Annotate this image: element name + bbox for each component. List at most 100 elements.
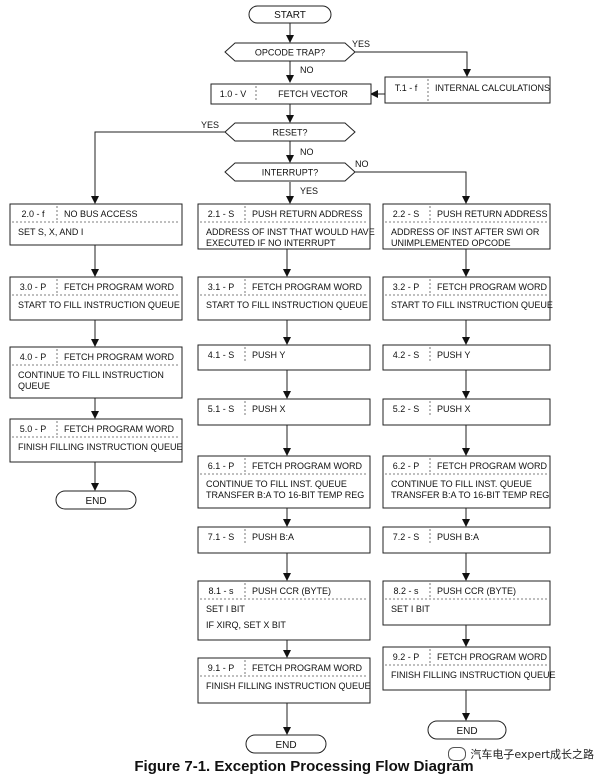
- step-body-line: ADDRESS OF INST AFTER SWI OR: [391, 227, 540, 237]
- step-title: FETCH PROGRAM WORD: [437, 652, 547, 662]
- step-title: INTERNAL CALCULATIONS: [435, 83, 550, 93]
- interrupt-yes-label: YES: [300, 186, 318, 196]
- step-id: 9.1 - P: [208, 663, 235, 673]
- interrupt-no-label: NO: [355, 159, 369, 169]
- step-id: T.1 - f: [395, 83, 418, 93]
- opcode-no-label: NO: [300, 65, 314, 75]
- step-id: 7.1 - S: [208, 532, 235, 542]
- step-id: 2.1 - S: [208, 209, 235, 219]
- step-title: FETCH PROGRAM WORD: [252, 282, 362, 292]
- step-body-line: TRANSFER B:A TO 16-BIT TEMP REG: [206, 490, 364, 500]
- step-id: 1.0 - V: [220, 89, 247, 99]
- interrupt-label: INTERRUPT?: [262, 168, 319, 178]
- step-title: FETCH PROGRAM WORD: [252, 663, 362, 673]
- start-terminal: START: [248, 5, 332, 24]
- step-id: 6.1 - P: [208, 461, 235, 471]
- step-title: PUSH B:A: [437, 532, 479, 542]
- end-terminal-left: END: [55, 490, 137, 510]
- step-box-2-1-s: 2.1 - S PUSH RETURN ADDRESS ADDRESS OF INS…: [197, 203, 375, 250]
- connector-lines: [91, 23, 471, 735]
- step-id: 4.1 - S: [208, 350, 235, 360]
- step-title: FETCH PROGRAM WORD: [437, 461, 547, 471]
- decision-reset: RESET?: [224, 122, 356, 142]
- step-title: FETCH VECTOR: [278, 89, 348, 99]
- step-title: PUSH X: [437, 404, 471, 414]
- step-box-5-0-p: 5.0 - P FETCH PROGRAM WORD FINISH FILLING …: [9, 418, 183, 463]
- step-body-line: ADDRESS OF INST THAT WOULD HAVE: [206, 227, 375, 237]
- step-id: 8.2 - s: [393, 586, 419, 596]
- step-box-3-1-p: 3.1 - P FETCH PROGRAM WORD START TO FILL I…: [197, 276, 371, 321]
- reset-no-label: NO: [300, 147, 314, 157]
- reset-yes-label: YES: [201, 120, 219, 130]
- figure-caption: Figure 7-1. Exception Processing Flow Di…: [134, 758, 474, 775]
- step-body-line: START TO FILL INSTRUCTION QUEUE: [206, 300, 368, 310]
- step-title: PUSH CCR (BYTE): [437, 586, 516, 596]
- step-id: 7.2 - S: [393, 532, 420, 542]
- step-title: PUSH Y: [437, 350, 470, 360]
- step-body-line: FINISH FILLING INSTRUCTION QUEUE: [391, 670, 556, 680]
- wechat-icon: [448, 747, 467, 761]
- step-title: PUSH CCR (BYTE): [252, 586, 331, 596]
- step-body-line: START TO FILL INSTRUCTION QUEUE: [18, 300, 180, 310]
- decision-opcode-trap: OPCODE TRAP?: [224, 42, 356, 62]
- step-body-line: QUEUE: [18, 381, 50, 391]
- step-id: 3.0 - P: [20, 282, 47, 292]
- step-box-3-0-p: 3.0 - P FETCH PROGRAM WORD START TO FILL I…: [9, 276, 183, 321]
- watermark-text: 汽车电子expert成长之路: [470, 748, 594, 761]
- end-label: END: [456, 726, 477, 737]
- reset-label: RESET?: [272, 128, 307, 138]
- step-box-9-2-p: 9.2 - P FETCH PROGRAM WORD FINISH FILLING …: [382, 646, 556, 691]
- step-body-line: IF XIRQ, SET X BIT: [206, 620, 286, 630]
- step-t-1: T.1 - f INTERNAL CALCULATIONS: [384, 76, 551, 104]
- step-title: PUSH Y: [252, 350, 285, 360]
- step-id: 5.0 - P: [20, 424, 47, 434]
- step-body-line: FINISH FILLING INSTRUCTION QUEUE: [18, 442, 183, 452]
- step-body-line: EXECUTED IF NO INTERRUPT: [206, 238, 336, 248]
- step-body-line: CONTINUE TO FILL INST. QUEUE: [391, 479, 532, 489]
- step-body-line: CONTINUE TO FILL INSTRUCTION: [18, 370, 164, 380]
- right-column-swi-path: 2.2 - S PUSH RETURN ADDRESS ADDRESS OF INS…: [382, 203, 556, 691]
- step-id: 2.2 - S: [393, 209, 420, 219]
- step-id: 4.2 - S: [393, 350, 420, 360]
- step-box-8-2-s: 8.2 - s PUSH CCR (BYTE) SET I BIT: [382, 580, 551, 626]
- step-body-line: TRANSFER B:A TO 16-BIT TEMP REG: [391, 490, 549, 500]
- step-body-line: UNIMPLEMENTED OPCODE: [391, 238, 511, 248]
- step-body-line: CONTINUE TO FILL INST. QUEUE: [206, 479, 347, 489]
- step-box-6-2-p: 6.2 - P FETCH PROGRAM WORD CONTINUE TO FIL…: [382, 455, 551, 509]
- step-body-line: FINISH FILLING INSTRUCTION QUEUE: [206, 681, 371, 691]
- step-title: PUSH X: [252, 404, 286, 414]
- end-label: END: [85, 496, 106, 507]
- step-id: 2.0 - f: [21, 209, 45, 219]
- step-body-line: START TO FILL INSTRUCTION QUEUE: [391, 300, 553, 310]
- step-title: FETCH PROGRAM WORD: [64, 424, 174, 434]
- end-label: END: [275, 740, 296, 751]
- step-id: 9.2 - P: [393, 652, 420, 662]
- step-box-6-1-p: 6.1 - P FETCH PROGRAM WORD CONTINUE TO FIL…: [197, 455, 371, 509]
- step-box-4-2-s: 4.2 - S PUSH Y: [382, 344, 551, 371]
- step-body-line: SET I BIT: [391, 604, 430, 614]
- watermark: 汽车电子expert成长之路: [448, 746, 594, 762]
- step-id: 6.2 - P: [393, 461, 420, 471]
- end-terminal-right: END: [427, 720, 507, 740]
- step-title: FETCH PROGRAM WORD: [437, 282, 547, 292]
- step-title: FETCH PROGRAM WORD: [252, 461, 362, 471]
- step-body-line: SET S, X, AND I: [18, 227, 83, 237]
- step-1-0: 1.0 - V FETCH VECTOR: [210, 83, 372, 105]
- step-title: FETCH PROGRAM WORD: [64, 282, 174, 292]
- step-title: PUSH RETURN ADDRESS: [252, 209, 363, 219]
- step-title: PUSH RETURN ADDRESS: [437, 209, 548, 219]
- step-box-8-1-s: 8.1 - s PUSH CCR (BYTE) SET I BIT IF XIRQ, …: [197, 580, 371, 641]
- step-box-2-2-s: 2.2 - S PUSH RETURN ADDRESS ADDRESS OF INS…: [382, 203, 551, 250]
- opcode-trap-label: OPCODE TRAP?: [255, 48, 325, 58]
- step-title: PUSH B:A: [252, 532, 294, 542]
- step-box-7-1-s: 7.1 - S PUSH B:A: [197, 526, 371, 554]
- step-box-7-2-s: 7.2 - S PUSH B:A: [382, 526, 551, 554]
- step-id: 8.1 - s: [208, 586, 234, 596]
- step-body-line: SET I BIT: [206, 604, 245, 614]
- step-id: 3.1 - P: [208, 282, 235, 292]
